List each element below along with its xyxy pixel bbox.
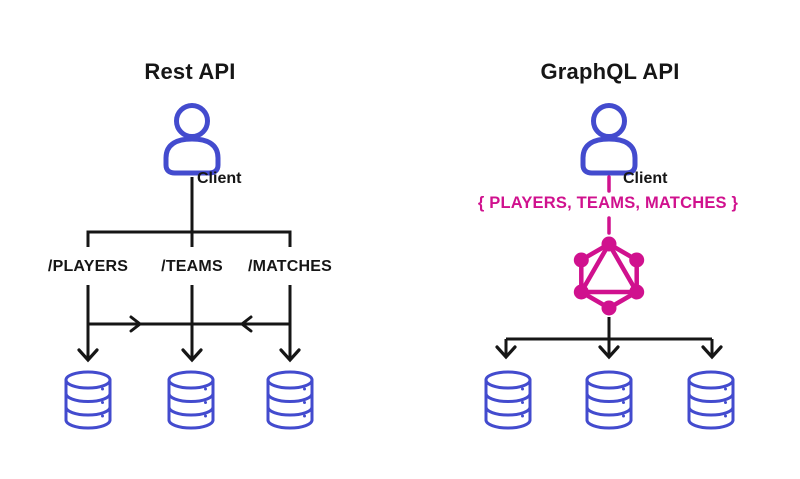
graphql-query-label: { PLAYERS, TEAMS, MATCHES }	[477, 194, 739, 212]
chevron-right-icon	[129, 315, 143, 333]
rest-panel-title: Rest API	[144, 59, 236, 84]
chevron-left-icon	[239, 315, 253, 333]
graphql-logo-icon	[573, 236, 645, 316]
endpoint-label-matches: /MATCHES	[248, 258, 332, 275]
graphql-panel-title: GraphQL API	[540, 59, 680, 84]
database-cylinder-icon	[167, 370, 215, 430]
person-icon	[583, 106, 635, 174]
database-cylinder-icon	[484, 370, 532, 430]
database-cylinder-icon	[687, 370, 735, 430]
database-cylinder-icon	[585, 370, 633, 430]
graphql-fanout-arrows	[495, 317, 723, 359]
rest-endpoints-bracket	[86, 230, 292, 247]
person-icon	[166, 106, 218, 174]
graphql-client-label: Client	[623, 170, 668, 187]
rest-endpoint-arrows	[77, 285, 301, 362]
database-cylinder-icon	[266, 370, 314, 430]
endpoint-label-teams: /TEAMS	[161, 258, 223, 275]
database-cylinder-icon	[64, 370, 112, 430]
endpoint-label-players: /PLAYERS	[47, 258, 129, 275]
rest-client-label: Client	[197, 170, 242, 187]
rest-cross-reference-arrows	[88, 315, 290, 333]
